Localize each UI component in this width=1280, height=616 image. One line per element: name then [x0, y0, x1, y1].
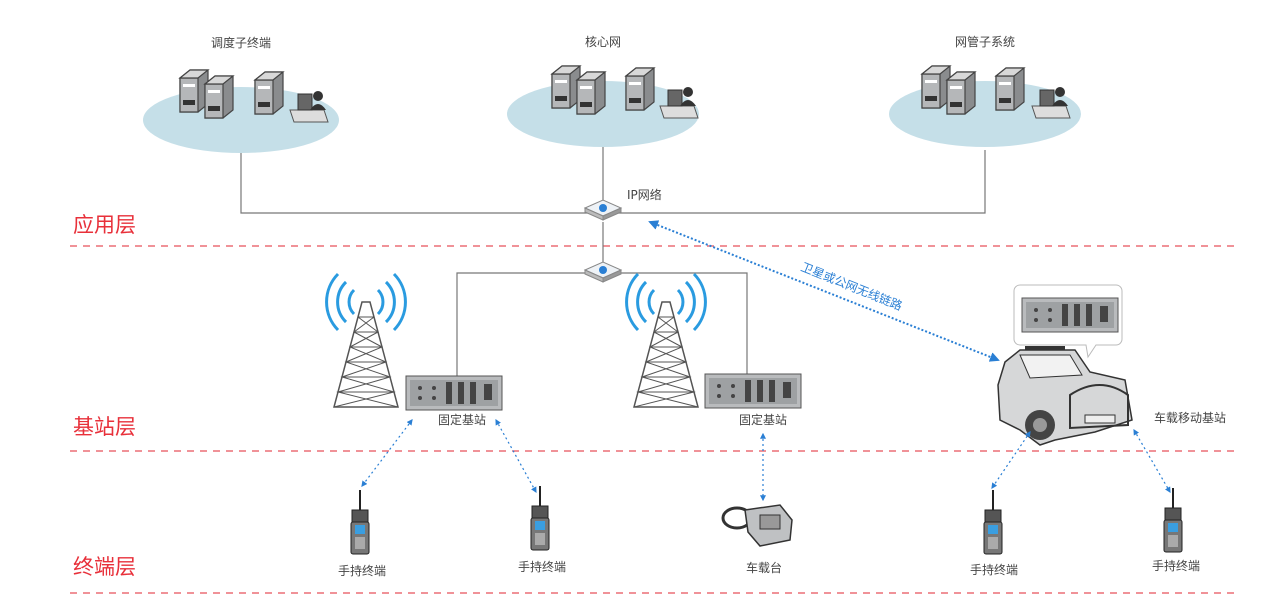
cloud-network-management: [889, 65, 1081, 147]
cloud-label-core: 核心网: [585, 35, 621, 49]
terminal-label: 手持终端: [338, 563, 386, 578]
handheld-icon: [350, 489, 370, 555]
terminal-link: [361, 419, 413, 487]
vehicle-station-icon: [997, 284, 1133, 446]
cloud-label-nms: 网管子系统: [955, 34, 1015, 49]
layer-label-terminal: 终端层: [73, 555, 136, 579]
terminal-label: 车载台: [746, 560, 782, 575]
handheld-icon: [1163, 487, 1183, 553]
base-station-label: 固定基站: [438, 412, 486, 427]
tower-icon: [625, 272, 707, 409]
handheld-icon: [983, 489, 1003, 555]
handheld-icon: [530, 485, 550, 551]
vehicle-radio-icon: [721, 504, 793, 547]
base-station-label: 固定基站: [739, 412, 787, 427]
terminal-label: 手持终端: [518, 559, 566, 574]
cloud-label-dispatch: 调度子终端: [211, 35, 271, 50]
wireless-link: [648, 220, 1000, 362]
terminal-link: [495, 418, 537, 494]
ip-network-label: IP网络: [627, 187, 662, 202]
cloud-core-network: [507, 65, 699, 147]
terminal-link: [991, 431, 1031, 489]
cloud-dispatch: [143, 69, 339, 153]
wireless-link-label: 卫星或公网无线链路: [799, 259, 905, 313]
terminal-label: 手持终端: [970, 562, 1018, 577]
terminal-link: [1133, 428, 1171, 494]
layer-label-base-station: 基站层: [73, 415, 136, 439]
terminal-label: 手持终端: [1152, 558, 1200, 573]
ip-router-icon: [584, 199, 622, 221]
vehicle-station-label: 车载移动基站: [1154, 410, 1226, 425]
base-station-icon: [405, 375, 503, 411]
base-station-icon: [704, 373, 802, 409]
layer-label-application: 应用层: [73, 213, 136, 237]
tower-icon: [325, 272, 407, 409]
switch-icon: [584, 261, 622, 283]
